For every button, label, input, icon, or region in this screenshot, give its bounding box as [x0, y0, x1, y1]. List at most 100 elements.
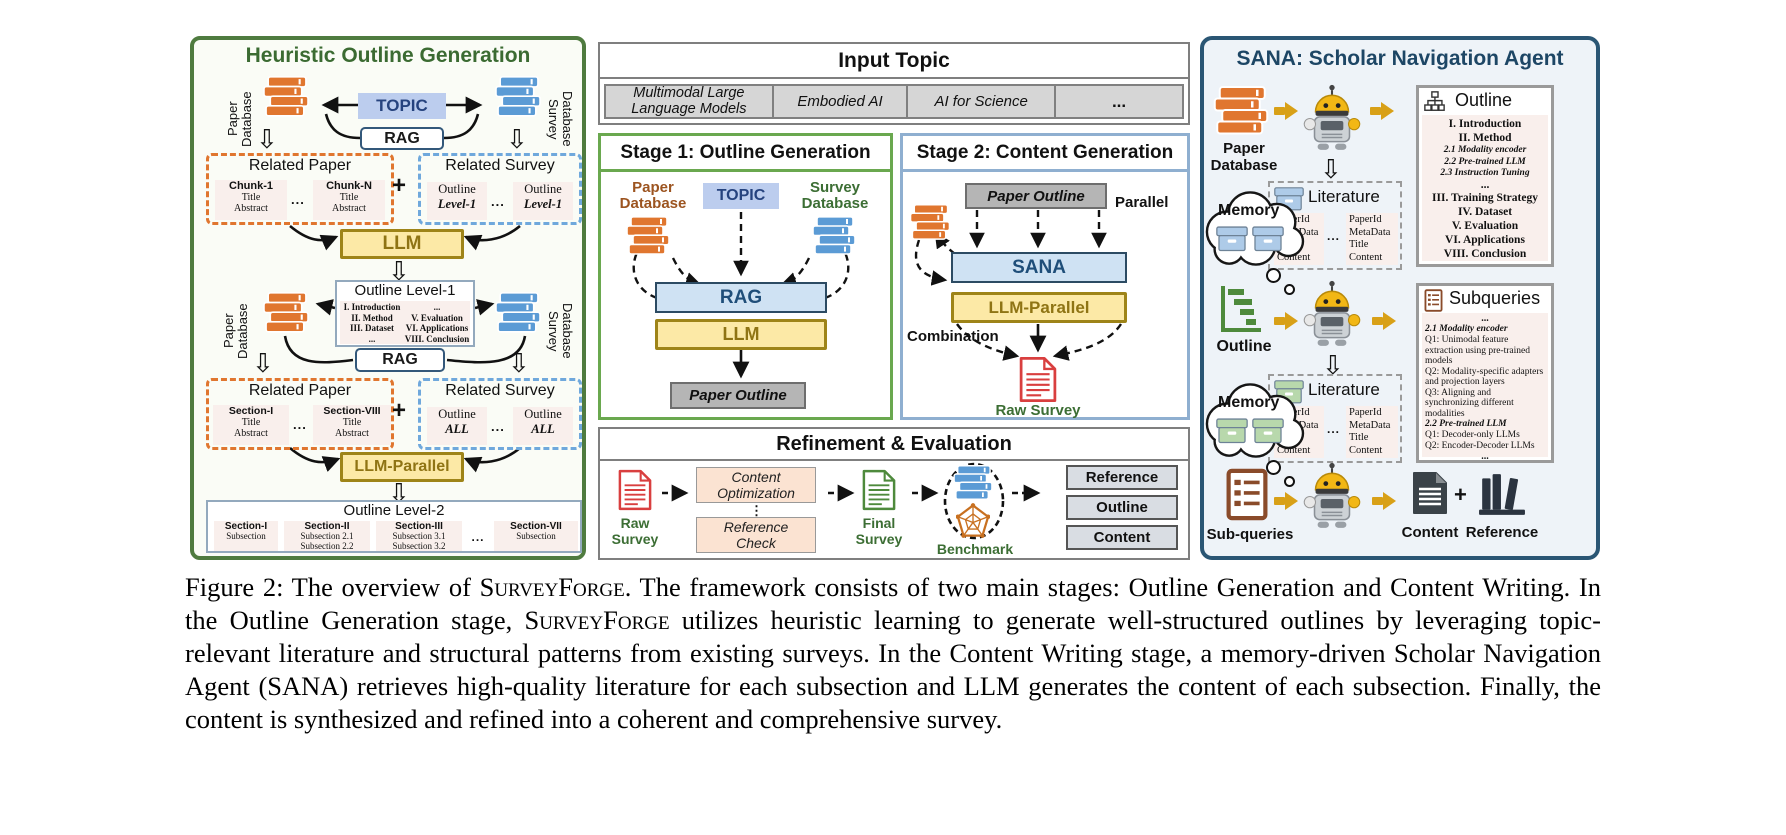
outline-col: I. Introduction II. Method III. Dataset … [340, 302, 404, 344]
robot-icon [1303, 462, 1361, 529]
sana-outline-title: Outline [1455, 90, 1513, 110]
subqueries-content: ... 2.1 Modality encoder Q1: Unimodal fe… [1422, 313, 1548, 462]
paper-database-icon-1 [262, 76, 310, 117]
outline-all: ALL [445, 422, 469, 436]
robot-icon [1303, 84, 1361, 151]
outline-subline: 2.1 Modality encoder [1443, 145, 1527, 155]
sub-queries-icon [1226, 468, 1268, 521]
lit-line: Content [1277, 444, 1311, 456]
ellipsis: ... [491, 419, 505, 434]
section-title: Title [241, 417, 261, 428]
paper-database-label: Paper Database [619, 179, 687, 212]
outline-tree-icon [1221, 284, 1263, 332]
input-topic-panel: Input Topic Multimodal Large Language Mo… [598, 42, 1190, 125]
refinement-title: Refinement & Evaluation [600, 429, 1188, 461]
ellipsis: ... [1327, 229, 1341, 243]
memory-label: Memory [1218, 202, 1280, 219]
tree-icon [1424, 91, 1445, 111]
outline-line: V. Evaluation [1451, 219, 1519, 232]
reference-label: Reference [1465, 524, 1539, 541]
ellipsis: ... [471, 530, 485, 544]
l2-sub: Subsection [226, 531, 266, 541]
literature-cell: PaperId MetaData Title Content [1346, 213, 1398, 265]
topic-cell: AI for Science [908, 86, 1057, 117]
l2-sub: Subsection [516, 531, 556, 541]
storage-box-icon [1252, 226, 1284, 252]
paper-outline-box: Paper Outline [965, 183, 1107, 209]
memory-label: Memory [1218, 394, 1280, 411]
outline-level: Level-1 [523, 197, 563, 211]
chunk-cell: Chunk-1 Title Abstract [215, 180, 287, 220]
section-head: Section-I [228, 405, 274, 417]
topic-cell: Multimodal Large Language Models [606, 85, 774, 117]
outline-cell: Outline ALL [427, 407, 487, 445]
outline-word: Outline [524, 182, 562, 196]
reference-output-box: Reference [1066, 465, 1178, 490]
llm-parallel-box: LLM-Parallel [951, 292, 1127, 323]
related-survey-box-2: Related Survey Outline ALL ... Outline A… [418, 378, 582, 450]
memory-cloud-1: Memory [1196, 186, 1312, 272]
gold-right-arrow-icon [1274, 102, 1298, 120]
chunk-title: Title [339, 192, 359, 203]
section-cell: Section-I Title Abstract [213, 405, 289, 445]
caption-text: utilizes heuristic learning to generate … [185, 605, 1601, 734]
raw-survey-doc-icon [1019, 357, 1057, 402]
outline-col: ... V. Evaluation VI. Applications VIII.… [404, 302, 470, 344]
hollow-down-arrow-icon: ⇩ [1320, 154, 1342, 184]
outline-cell: Outline Level-1 [427, 182, 487, 220]
stage2-title: Stage 2: Content Generation [903, 136, 1187, 172]
chunk-cell: Chunk-N Title Abstract [313, 180, 385, 220]
outline-word: Outline [438, 182, 476, 196]
llm-parallel-box: LLM-Parallel [340, 452, 464, 482]
hollow-down-arrow-icon: ⇩ [256, 124, 278, 154]
parallel-label: Parallel [1115, 194, 1169, 211]
sub-queries-label: Sub-queries [1206, 526, 1294, 543]
storage-box-icon [1216, 226, 1248, 252]
subq-line: Q3: Aligning and synchronizing different… [1425, 387, 1514, 419]
hollow-down-arrow-icon: ⇩ [1322, 350, 1344, 380]
subq-line: Q1: Decoder-only LLMs [1425, 430, 1520, 440]
input-topic-title: Input Topic [600, 44, 1188, 79]
final-survey-label: Final Survey [855, 515, 903, 547]
hollow-down-arrow-icon: ⇩ [388, 256, 410, 286]
lit-line: PaperId [1349, 214, 1382, 225]
thought-bubble-circle [1284, 284, 1295, 295]
thought-bubble-circle [1266, 460, 1281, 475]
storage-box-icon [1252, 418, 1284, 444]
raw-survey-label: Raw Survey [611, 515, 659, 547]
outline-line: VI. Applications [405, 323, 469, 333]
caption-text: . The framework consists of two main sta… [185, 572, 1601, 635]
l2-head: Section-I [224, 521, 268, 532]
raw-survey-label: Raw Survey [995, 402, 1081, 419]
chunk-head: Chunk-N [326, 180, 372, 192]
outline-line: I. Introduction [1448, 118, 1522, 130]
ellipsis: ... [291, 192, 305, 207]
outline-line: ... [368, 333, 376, 344]
subq-line: Q2: Encoder-Decoder LLMs [1425, 440, 1535, 451]
lit-line: Content [1349, 251, 1383, 263]
subq-head: 2.1 Modality encoder [1425, 324, 1508, 334]
gold-right-arrow-icon [1370, 102, 1394, 120]
literature-title: Literature [1308, 187, 1380, 206]
chk-line1: Reference [723, 519, 789, 535]
outline-line: III. Dataset [350, 323, 394, 333]
stage1-panel: Stage 1: Outline Generation Paper Databa… [598, 133, 893, 420]
paper-database-label-1: Paper Database [225, 91, 255, 147]
outline-line: VIII. Conclusion [1443, 247, 1527, 260]
outline-line: IV. Dataset [1457, 205, 1513, 218]
outline-line: V. Evaluation [411, 312, 463, 323]
ellipsis: ... [293, 417, 307, 432]
hollow-down-arrow-icon: ⇩ [508, 348, 530, 378]
related-survey-box-1: Related Survey Outline Level-1 ... Outli… [418, 153, 582, 225]
l2-col: Section-VII Subsection [494, 521, 578, 551]
related-paper-title-2: Related Paper [248, 382, 352, 399]
section-cell: Section-VIII Title Abstract [313, 405, 391, 445]
paper-database-icon [626, 216, 670, 255]
refinement-panel: Refinement & Evaluation Raw Survey Conte… [598, 427, 1190, 560]
combination-label: Combination [907, 328, 999, 345]
lit-line: PaperId [1349, 407, 1382, 418]
memory-cloud-2: Memory [1196, 378, 1312, 464]
outline-line: ... [433, 302, 441, 312]
